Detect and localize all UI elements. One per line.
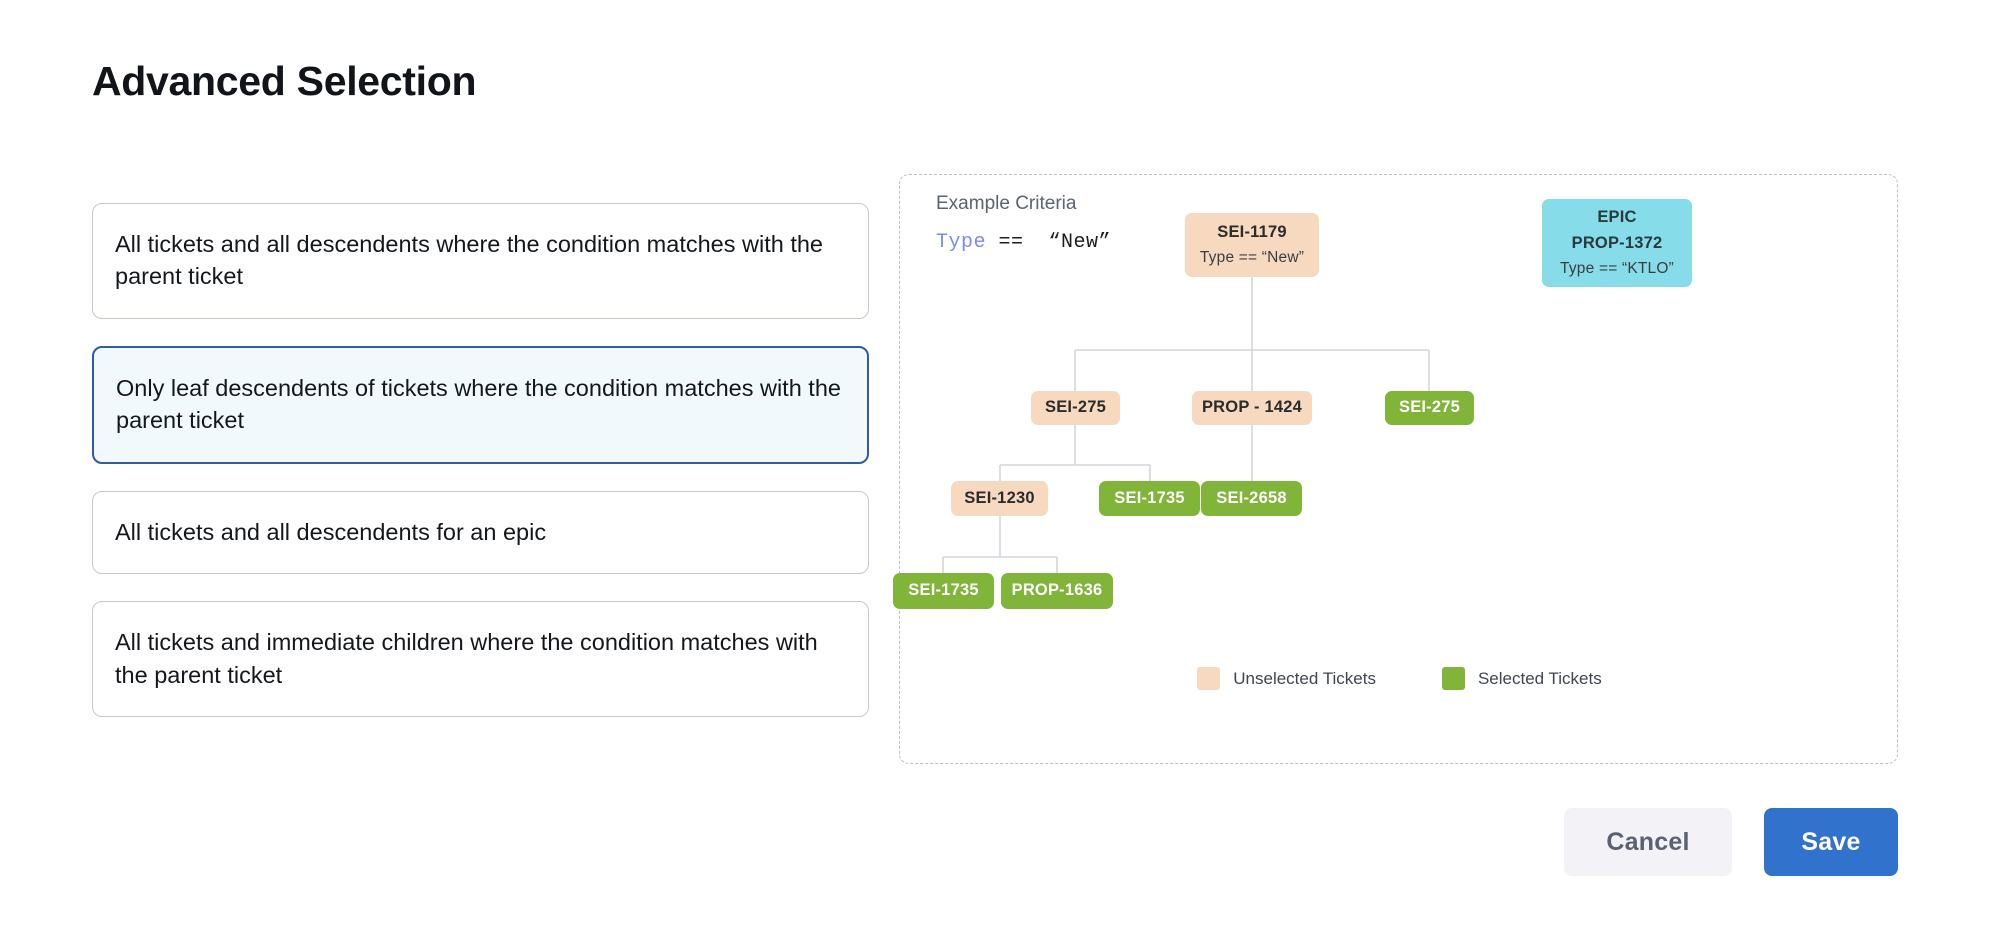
tree-node-title: SEI-2658 xyxy=(1216,488,1287,507)
tree-node-title: SEI-1735 xyxy=(1114,488,1185,507)
option-label: All tickets and all descendents for an e… xyxy=(115,518,547,545)
tree-node-sei-1735-row4[interactable]: SEI-1735 xyxy=(893,573,994,609)
tree-node-condition: Type == “KTLO” xyxy=(1560,259,1674,277)
tree-node-title: PROP-1636 xyxy=(1011,581,1103,600)
example-diagram-panel: Example Criteria Type == “New” SEI-11 xyxy=(893,174,1899,764)
tree-node-type: EPIC xyxy=(1597,208,1637,227)
tree-node-title: SEI-275 xyxy=(1398,398,1461,417)
tree-node-title: SEI-275 xyxy=(1044,398,1107,417)
legend-swatch-selected-icon xyxy=(1441,667,1465,690)
option-list: All tickets and all descendents where th… xyxy=(92,203,869,744)
tree-node-prop-1636[interactable]: PROP-1636 xyxy=(1001,573,1113,609)
tree-node-sei-2658[interactable]: SEI-2658 xyxy=(1201,481,1302,516)
legend-item-selected: Selected Tickets xyxy=(1441,667,1602,690)
save-button[interactable]: Save xyxy=(1764,808,1898,876)
criteria-keyword: Type xyxy=(936,231,987,254)
diagram-legend: Unselected Tickets Selected Tickets xyxy=(900,667,1899,690)
tree-node-prop-1424[interactable]: PROP - 1424 xyxy=(1192,391,1312,425)
option-card-epic-descendents[interactable]: All tickets and all descendents for an e… xyxy=(92,490,869,575)
criteria-label: Example Criteria xyxy=(936,193,1077,214)
legend-swatch-unselected-icon xyxy=(1197,667,1221,690)
tree-node-title: SEI-1179 xyxy=(1217,223,1287,242)
legend-label: Selected Tickets xyxy=(1477,668,1602,688)
legend-item-unselected: Unselected Tickets xyxy=(1197,667,1376,690)
tree-node-sei-1179[interactable]: SEI-1179 Type == “New” xyxy=(1185,213,1319,277)
tree-node-key: PROP-1372 xyxy=(1571,233,1663,252)
page-title: Advanced Selection xyxy=(92,58,477,104)
tree-node-epic-prop-1372[interactable]: EPIC PROP-1372 Type == “KTLO” xyxy=(1542,199,1692,287)
tree-node-sei-1230[interactable]: SEI-1230 xyxy=(951,481,1048,516)
tree-node-title: PROP - 1424 xyxy=(1201,398,1303,417)
legend-label: Unselected Tickets xyxy=(1233,668,1376,688)
tree-node-title: SEI-1230 xyxy=(964,488,1035,507)
option-card-all-descendents[interactable]: All tickets and all descendents where th… xyxy=(92,203,869,319)
tree-node-sei-1735-row3[interactable]: SEI-1735 xyxy=(1099,481,1200,516)
tree-node-sei-275-selected[interactable]: SEI-275 xyxy=(1385,391,1474,425)
option-label: All tickets and immediate children where… xyxy=(115,629,818,688)
criteria-rest: == “New” xyxy=(986,231,1112,254)
criteria-expression: Type == “New” xyxy=(936,231,1111,254)
tree-node-title: SEI-1735 xyxy=(908,581,979,600)
option-label: All tickets and all descendents where th… xyxy=(115,231,824,290)
cancel-button[interactable]: Cancel xyxy=(1564,808,1732,876)
option-card-immediate-children[interactable]: All tickets and immediate children where… xyxy=(92,601,869,717)
dialog-footer: Cancel Save xyxy=(1564,808,1898,876)
tree-node-sei-275-unselected[interactable]: SEI-275 xyxy=(1031,391,1120,425)
tree-node-condition: Type == “New” xyxy=(1199,248,1305,266)
option-card-leaf-descendents[interactable]: Only leaf descendents of tickets where t… xyxy=(92,345,869,464)
option-label: Only leaf descendents of tickets where t… xyxy=(116,374,841,434)
